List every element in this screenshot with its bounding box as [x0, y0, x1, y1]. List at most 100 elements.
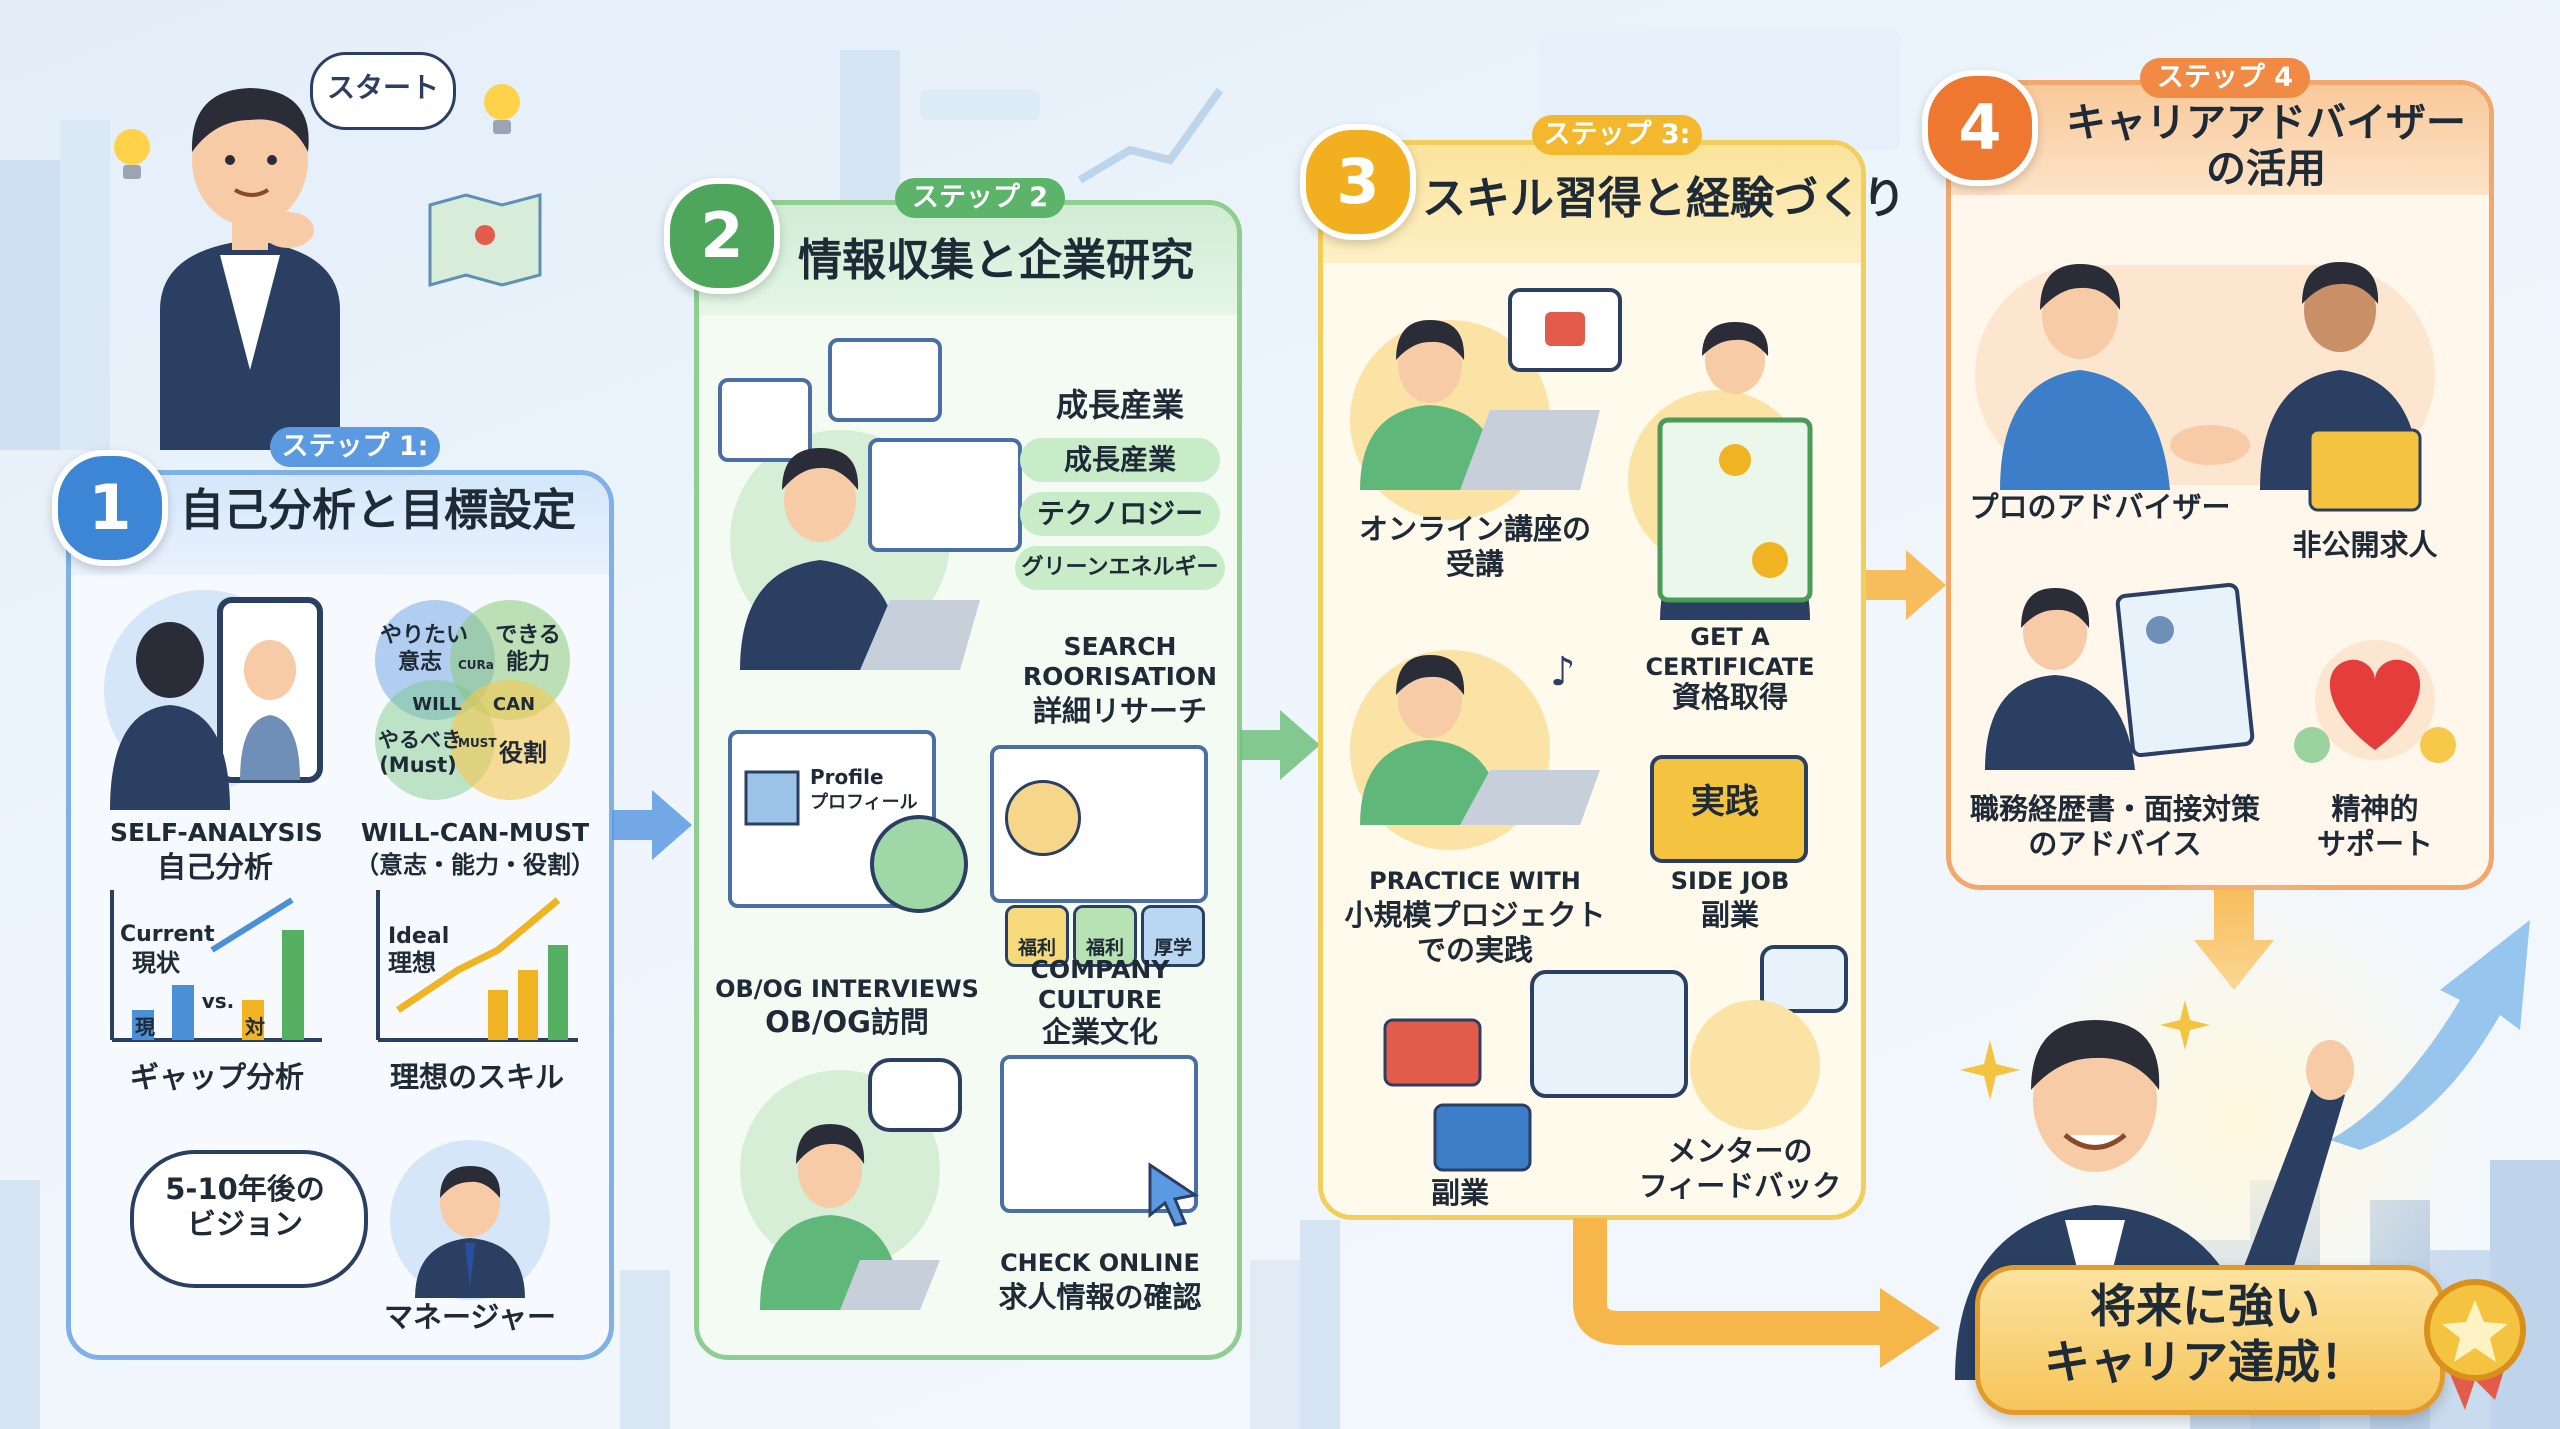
arrow-step3-to-step4	[1866, 550, 1946, 620]
gap-bar-left: 現	[135, 1015, 155, 1039]
culture-en-2: CULTURE	[1037, 985, 1163, 1014]
step2-number: 2	[664, 178, 780, 294]
growth-tag-1: 成長産業	[1020, 438, 1220, 482]
ideal-en: Ideal	[388, 924, 450, 949]
online-jp: 求人情報の確認	[998, 1280, 1202, 1314]
venn-top-right: できる 能力	[495, 623, 561, 675]
gap-bar-right: 対	[245, 1015, 265, 1039]
growth-heading: 成長産業	[1055, 386, 1184, 424]
step2-title: 情報収集と企業研究	[798, 235, 1194, 286]
venn-bottom-right: 役割	[499, 739, 547, 767]
sparkle-icon	[1960, 1040, 2020, 1100]
venn-must: MUST	[458, 736, 497, 750]
goal-text: 将来に強い キャリア達成！	[2044, 1279, 2366, 1389]
step3-number: 3	[1300, 124, 1416, 240]
benefit-tag-3: 厚学	[1141, 905, 1205, 967]
map	[428, 193, 542, 287]
growth-tag-2: テクノロジー	[1020, 492, 1220, 536]
step1-title: 自己分析と目標設定	[180, 485, 576, 536]
resume-advisor-icon	[1985, 582, 2255, 770]
benefit-tag-1: 福利	[1005, 905, 1069, 967]
sparkle-icon	[2160, 1000, 2210, 1050]
gap-bar-chart-icon	[110, 890, 322, 1042]
mentor-avatar	[1690, 1000, 1820, 1130]
growth-tag-3: グリーンエネルギー	[1015, 546, 1225, 590]
profile-jp: プロフィール	[810, 792, 918, 813]
step4-header	[1951, 85, 2489, 195]
lightbulb-icon	[114, 129, 150, 179]
step2-badge: ステップ 2	[895, 178, 1065, 218]
handshake-icon	[2000, 262, 2422, 512]
benefit-tag-2: 福利	[1073, 905, 1137, 967]
resume-advice-label: 職務経歴書・面接対策 のアドバイス	[1969, 792, 2260, 861]
thinking-person-icon	[160, 88, 340, 450]
vision-cloud	[130, 1150, 368, 1288]
interviewee-avatar	[870, 815, 968, 913]
step3-badge: ステップ 3:	[1532, 115, 1702, 155]
culture-jp: 企業文化	[1041, 1015, 1158, 1049]
self-analysis-jp: 自己分析	[156, 850, 273, 884]
ideal-jp: 理想	[388, 949, 436, 977]
cert-en-2: CERTIFICATE	[1645, 653, 1815, 681]
gap-current-en: Current	[120, 922, 215, 947]
step4-number: 4	[1922, 70, 2038, 186]
mirror-icon	[110, 597, 323, 810]
mentor-bubble-dots	[1760, 945, 1848, 1013]
sidejob-jp: 副業	[1700, 898, 1759, 932]
step2-header	[699, 205, 1237, 315]
manager-person-icon	[415, 1166, 525, 1298]
venn-circle-must-right	[450, 680, 570, 800]
job-listing-window	[1000, 1055, 1198, 1213]
wcm-jp: （意志・能力・役割）	[355, 851, 595, 879]
svg-text:♪: ♪	[1550, 649, 1576, 695]
arrow-step2-to-step3	[1240, 710, 1320, 780]
medal-icon	[2424, 1279, 2526, 1410]
search-en-1: SEARCH	[1063, 632, 1177, 661]
ideal-bar-chart-icon	[376, 890, 578, 1042]
mentor-label: メンターの フィードバック	[1638, 1134, 1842, 1203]
step3-title: スキル習得と経験づくり	[1422, 173, 1906, 224]
goal-banner	[1975, 1265, 2445, 1415]
research-person-icon	[718, 338, 1022, 670]
online-course-label: オンライン講座の 受講	[1358, 512, 1591, 581]
lightbulb-icon	[484, 84, 520, 134]
search-jp: 詳細リサーチ	[1032, 694, 1207, 728]
building-icon	[744, 770, 800, 826]
online-course-icon	[1360, 288, 1622, 490]
practice-jp: 小規模プロジェクト での実践	[1344, 898, 1606, 967]
feedback-bubble	[1530, 970, 1688, 1098]
lightbulb-right	[480, 80, 524, 140]
wcm-en: WILL-CAN-MUST	[360, 818, 590, 847]
support-label: 精神的 サポート	[2316, 792, 2433, 861]
obog-jp: OB/OG訪問	[765, 1005, 929, 1039]
culture-avatar	[1005, 780, 1081, 856]
phone-person-icon	[760, 1058, 962, 1310]
map-icon	[428, 193, 542, 287]
gap-current-jp: 現状	[132, 949, 180, 977]
skyline-icon	[0, 120, 110, 450]
gap-analysis-label: ギャップ分析	[129, 1060, 304, 1094]
obog-en: OB/OG INTERVIEWS	[715, 975, 979, 1003]
profile-en: Profile	[810, 765, 884, 789]
manager-label: マネージャー	[384, 1300, 556, 1334]
rising-arrow-icon	[2330, 920, 2530, 1150]
venn-bottom-left: やるべき (Must)	[378, 728, 462, 777]
fukugyo-label: 副業	[1430, 1176, 1489, 1210]
practice-en: PRACTICE WITH	[1369, 867, 1581, 895]
background-skyline-left	[0, 120, 110, 450]
step1-number: 1	[52, 450, 168, 566]
venn-will: WILL	[412, 694, 462, 715]
ideal-skill-label: 理想のスキル	[389, 1060, 564, 1094]
step4-badge: ステップ 4	[2140, 58, 2310, 98]
sidejob-en: SIDE JOB	[1670, 867, 1790, 895]
start-bubble: スタート	[310, 52, 456, 130]
step1-badge: ステップ 1:	[270, 427, 440, 467]
start-character	[120, 40, 380, 450]
step4-title: キャリアアドバイザー の活用	[2066, 100, 2466, 192]
cert-jp: 資格取得	[1671, 680, 1788, 714]
heart-icon	[2294, 640, 2456, 763]
venn-can: CAN	[492, 694, 536, 715]
culture-en-1: COMPANY	[1030, 955, 1170, 984]
online-en: CHECK ONLINE	[1000, 1249, 1200, 1277]
practice-person-icon: ♪	[1360, 649, 1600, 825]
